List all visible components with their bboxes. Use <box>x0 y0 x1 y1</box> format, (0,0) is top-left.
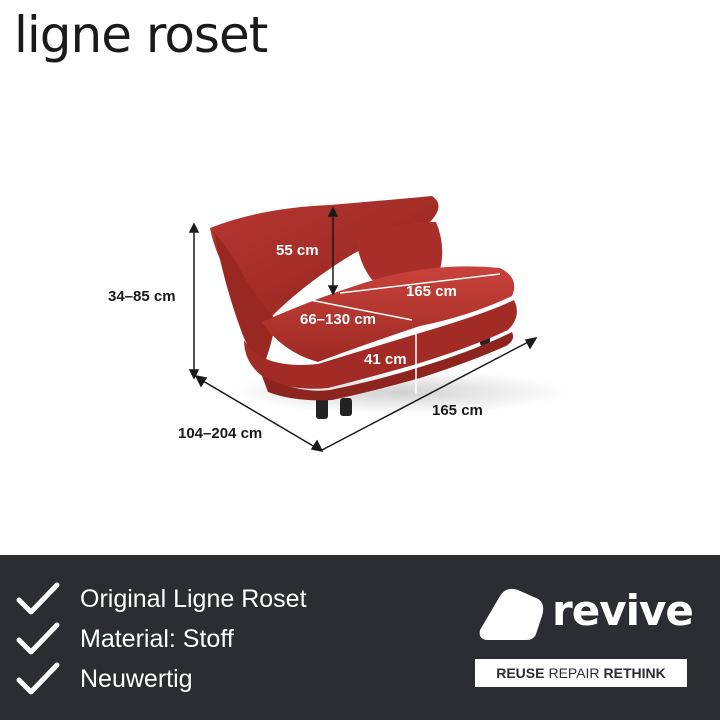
sofa-base <box>262 332 514 401</box>
sofa-leg <box>316 395 328 419</box>
dim-back-height: 55 cm <box>276 242 319 259</box>
feature-item: Neuwertig <box>16 662 193 696</box>
sofa-front <box>244 300 517 389</box>
dim-seat-depth: 66–130 cm <box>300 311 376 328</box>
dimension-lines <box>188 206 538 453</box>
tagline-reuse: REUSE <box>496 665 545 681</box>
feature-label: Original Ligne Roset <box>80 584 307 613</box>
sofa-backrest <box>210 196 439 318</box>
tagline-repair: REPAIR <box>548 665 600 681</box>
feature-item: Material: Stoff <box>16 622 234 656</box>
feature-item: Original Ligne Roset <box>16 582 307 616</box>
sofa-back-cushion <box>356 222 443 280</box>
revive-wordmark: revive <box>552 586 694 635</box>
checkmark-icon <box>16 662 60 695</box>
feature-label: Neuwertig <box>80 664 193 693</box>
sofa-seat <box>262 266 515 362</box>
dim-seat-width: 165 cm <box>406 283 457 300</box>
checkmark-icon <box>16 622 60 655</box>
tagline-rethink: RETHINK <box>603 665 666 681</box>
dim-total-height: 34–85 cm <box>108 288 176 305</box>
revive-tagline: REUSE REPAIR RETHINK <box>475 659 687 687</box>
sofa-side-panel <box>214 232 276 370</box>
revive-logo: revive REUSE REPAIR RETHINK <box>472 586 694 696</box>
product-image: 55 cm 165 cm 66–130 cm 41 cm 34–85 cm 10… <box>108 196 570 453</box>
sofa-leg <box>340 398 352 416</box>
footer-bar <box>0 555 720 720</box>
checkmark-icon <box>16 582 60 615</box>
dim-seat-height: 41 cm <box>364 351 407 368</box>
revive-mark-icon <box>479 588 544 640</box>
dim-total-width: 165 cm <box>432 402 483 419</box>
feature-label: Material: Stoff <box>80 624 234 653</box>
dim-total-depth: 104–204 cm <box>178 425 262 442</box>
ligne-roset-logo: ligne roset <box>14 6 268 64</box>
